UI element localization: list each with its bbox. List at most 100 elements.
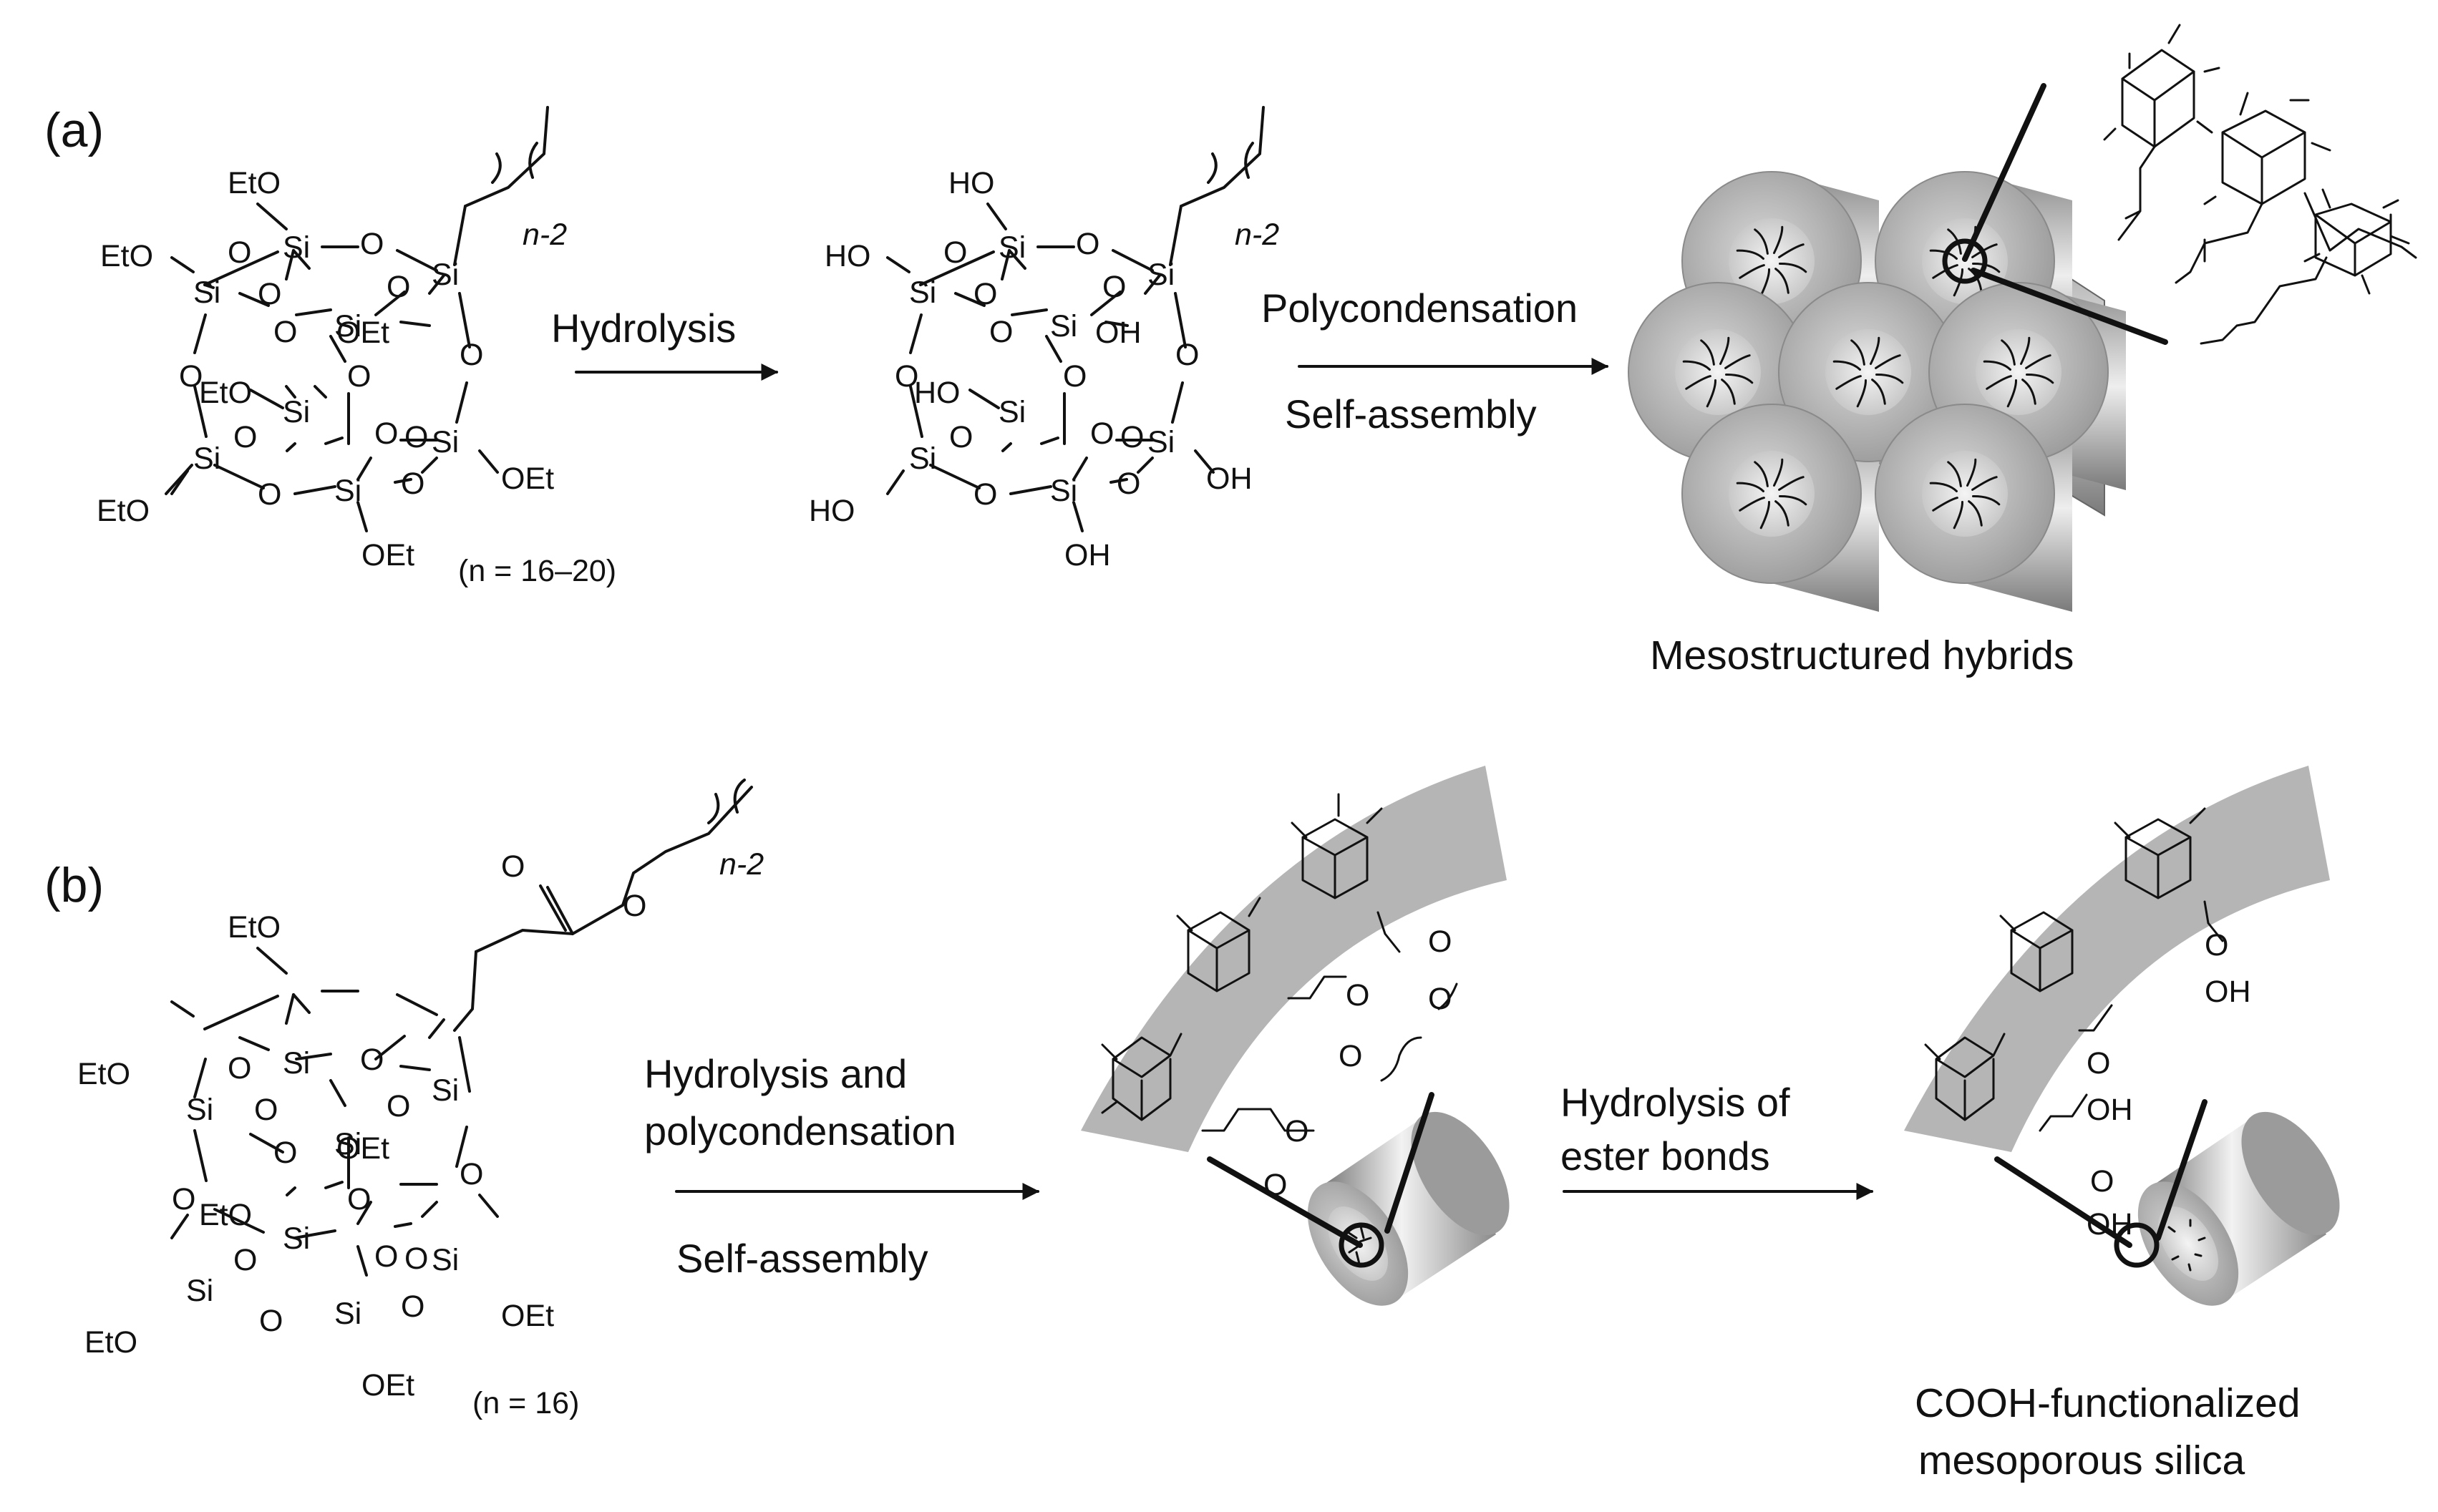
svg-text:O: O <box>1063 359 1087 394</box>
hydrolysis-and-label: Hydrolysis and <box>644 1051 907 1096</box>
alkyl-chain <box>1700 339 1715 366</box>
alkyl-chain <box>1736 249 1764 260</box>
svg-text:Si: Si <box>1050 309 1077 343</box>
alkyl-chain <box>2001 339 2016 366</box>
svg-text:O: O <box>1175 338 1199 372</box>
svg-text:EtO: EtO <box>199 376 252 410</box>
svg-text:Si: Si <box>283 1046 310 1081</box>
svg-text:Si: Si <box>334 309 361 343</box>
svg-text:O: O <box>360 227 384 261</box>
alkyl-chain <box>1832 360 1861 371</box>
svg-text:O: O <box>973 277 997 311</box>
svg-text:Si: Si <box>334 1127 361 1161</box>
alkyl-chain <box>2021 379 2036 405</box>
svg-text:Si: Si <box>334 474 361 508</box>
alkyl-chain <box>1682 360 1711 371</box>
alkyl-chain <box>1721 379 1736 405</box>
svg-text:O: O <box>404 1242 428 1276</box>
svg-text:O: O <box>228 235 251 270</box>
svg-text:O: O <box>1076 227 1099 261</box>
panel-label-a: (a) <box>44 103 104 157</box>
svg-text:O: O <box>347 359 371 394</box>
svg-text:n-2: n-2 <box>719 847 764 882</box>
pore <box>1729 451 1815 537</box>
svg-text:Si: Si <box>1147 425 1175 459</box>
svg-text:O: O <box>2090 1164 2114 1199</box>
svg-text:(n = 16): (n = 16) <box>472 1386 579 1420</box>
svg-text:OEt: OEt <box>501 1299 554 1333</box>
intermediate-hybrid: O O O O O O <box>1081 766 1510 1306</box>
alkyl-chain <box>1739 497 1765 512</box>
alkyl-chain <box>1754 461 1769 487</box>
svg-text:Si: Si <box>432 425 459 459</box>
svg-text:O: O <box>501 849 525 884</box>
svg-text:EtO: EtO <box>228 166 281 200</box>
svg-text:O: O <box>989 315 1013 349</box>
svg-text:O: O <box>273 1136 297 1170</box>
svg-text:O: O <box>2205 928 2228 962</box>
svg-text:n-2: n-2 <box>523 218 567 252</box>
alkyl-chain <box>1778 243 1805 258</box>
svg-text:Si: Si <box>909 275 936 310</box>
svg-text:O: O <box>259 1304 283 1338</box>
alkyl-chain <box>2020 336 2031 365</box>
svg-text:O: O <box>273 315 297 349</box>
alkyl-chain <box>1870 336 1880 365</box>
mesostructured-caption: Mesostructured hybrids <box>1650 633 2074 678</box>
pore <box>1976 329 2061 415</box>
svg-text:O: O <box>258 277 281 311</box>
alkyl-chain <box>1779 494 1807 506</box>
alkyl-chain <box>1774 268 1789 294</box>
panel-label-b: (b) <box>44 858 104 912</box>
alkyl-chain <box>1875 373 1904 384</box>
self-assembly-label-b: Self-assembly <box>676 1236 928 1281</box>
svg-text:Si: Si <box>283 395 310 429</box>
alkyl-chain <box>1773 458 1784 487</box>
alkyl-chain <box>1719 336 1730 365</box>
svg-text:HO: HO <box>825 239 871 273</box>
svg-text:O: O <box>1090 416 1114 451</box>
hydrolysis-of-label: Hydrolysis of <box>1560 1080 1790 1125</box>
svg-text:EtO: EtO <box>199 1198 252 1232</box>
svg-text:O: O <box>2087 1046 2110 1081</box>
alkyl-chain <box>1685 375 1711 390</box>
svg-text:(n = 16–20): (n = 16–20) <box>458 554 616 588</box>
svg-text:O: O <box>387 1089 410 1123</box>
svg-text:O: O <box>172 1182 195 1216</box>
svg-text:O: O <box>374 1239 398 1274</box>
alkyl-chain <box>1953 501 1964 530</box>
svg-text:O: O <box>258 477 281 512</box>
svg-text:n-2: n-2 <box>1235 218 1279 252</box>
pore <box>1675 329 1761 415</box>
svg-text:OH: OH <box>2087 1093 2133 1127</box>
svg-text:O: O <box>254 1093 278 1127</box>
cooh-caption-line1: COOH-functionalized <box>1915 1380 2301 1426</box>
alkyl-chain <box>1779 262 1807 273</box>
ester-bonds-label: ester bonds <box>1560 1133 1770 1179</box>
svg-text:OEt: OEt <box>336 316 389 350</box>
svg-text:Si: Si <box>999 395 1026 429</box>
alkyl-chain <box>1754 228 1769 255</box>
alkyl-chain <box>1736 482 1764 492</box>
svg-text:O: O <box>973 477 997 512</box>
alkyl-chain <box>1871 379 1886 405</box>
svg-text:Si: Si <box>432 1243 459 1277</box>
svg-text:Si: Si <box>193 442 220 476</box>
alkyl-chain <box>1966 458 1977 487</box>
alkyl-chain <box>1972 494 2001 506</box>
svg-text:Si: Si <box>909 442 936 476</box>
hydrolysis-label: Hydrolysis <box>551 306 736 351</box>
svg-text:O: O <box>404 420 428 454</box>
precursor-cage-b: EtO EtO OEt EtO OEt EtO OEt Si Si Si Si … <box>77 779 764 1420</box>
alkyl-chain <box>1773 225 1784 254</box>
svg-text:O: O <box>401 1289 424 1324</box>
svg-text:O: O <box>623 889 646 923</box>
svg-text:O: O <box>374 416 398 451</box>
svg-text:EtO: EtO <box>97 494 150 528</box>
alkyl-chain <box>1739 264 1765 279</box>
alkyl-chain <box>1947 228 1962 255</box>
svg-text:OH: OH <box>1206 462 1253 496</box>
svg-text:O: O <box>1102 270 1126 304</box>
svg-text:O: O <box>387 270 410 304</box>
